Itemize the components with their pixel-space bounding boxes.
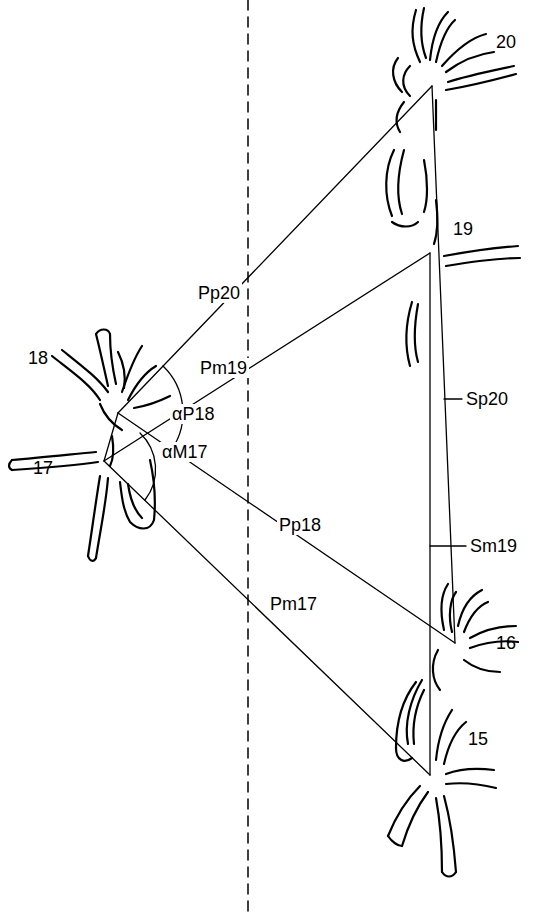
footprint (407, 584, 518, 744)
callout-number: 18 (26, 348, 50, 368)
midline (247, 0, 249, 913)
distance-label: Pp18 (277, 515, 323, 535)
distance-label: Sp20 (464, 389, 510, 409)
angle-label: αP18 (170, 404, 216, 424)
angle-arc (140, 366, 183, 500)
angle-label: αM17 (160, 442, 209, 462)
callout-number: 20 (494, 32, 518, 52)
callout-number: 16 (494, 633, 518, 653)
footprint (52, 330, 170, 431)
distance-label: Pm19 (198, 358, 249, 378)
footprint (9, 436, 155, 561)
distance-label: Pm17 (268, 594, 319, 614)
callout-number: 19 (451, 219, 475, 239)
footprint (393, 8, 516, 132)
callout-number: 17 (31, 458, 55, 478)
distance-label: Pp20 (196, 283, 242, 303)
callout-number: 15 (466, 729, 490, 749)
measure-line (104, 86, 466, 775)
footprint (386, 150, 520, 366)
footprint (388, 682, 496, 877)
distance-label: Sm19 (468, 536, 519, 556)
